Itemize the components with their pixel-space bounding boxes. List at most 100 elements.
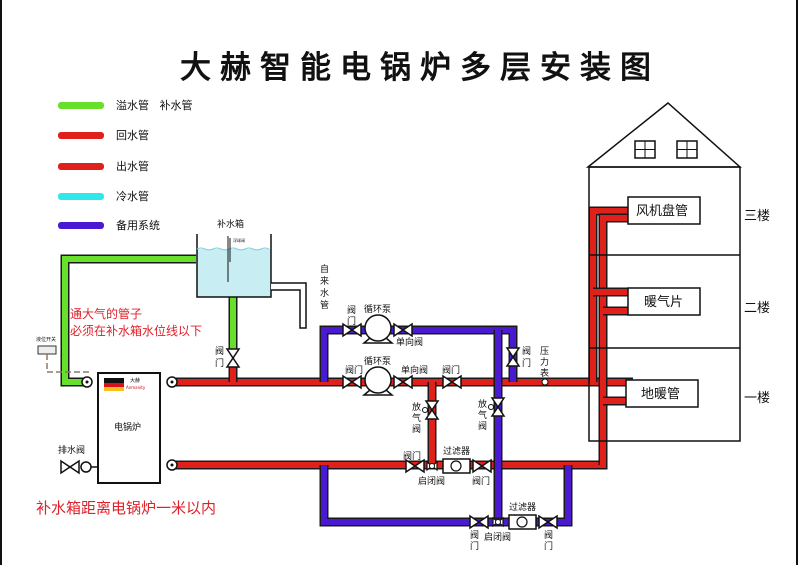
check-valve-label: 单向阀 [396,336,423,348]
legend-label: 出水管 [116,160,149,173]
circulation-pump-upper: 循环泵 [361,303,395,344]
svg-text:门: 门 [215,357,224,369]
svg-text:表: 表 [540,367,549,379]
svg-text:水: 水 [320,287,329,299]
svg-text:阀门: 阀门 [472,475,490,487]
legend-item-return-pipe: 回水管 [58,126,149,144]
legend-swatch [58,221,104,229]
house-riser-supply [590,208,628,382]
pressure-gauge-icon [541,378,549,386]
circulation-pump-lower: 循环泵 [361,355,395,396]
svg-text:阀: 阀 [215,346,224,357]
window-icon [634,140,656,159]
svg-text:管: 管 [320,299,329,311]
boiler-port-overflow [81,376,93,388]
level-switch-icon [37,345,57,355]
legend-swatch [58,162,104,170]
svg-text:门: 门 [544,540,553,552]
svg-text:阀: 阀 [478,421,487,432]
svg-text:门: 门 [347,315,356,327]
boiler-brand-cn: 大赫 [130,377,140,384]
legend-item-cold-pipe: 冷水管 [58,187,149,205]
svg-text:暖气片: 暖气片 [644,294,683,310]
house-roof [585,102,742,168]
svg-text:阀门: 阀门 [403,450,421,462]
filter: 过滤器 [442,445,471,474]
pressure-gauge: 压 力 表 [540,346,549,386]
filter: 过滤器 [508,501,537,530]
svg-text:过滤器: 过滤器 [443,445,470,457]
svg-text:力: 力 [540,356,549,368]
drain-valve-icon[interactable] [60,460,80,474]
return-pipe [172,396,606,468]
floor-label-3: 三楼 [744,209,770,224]
overflow-pipe [62,256,196,385]
svg-text:阀门: 阀门 [345,364,363,376]
legend-swatch [58,101,104,109]
electric-boiler: 大赫 Anmanity 电锅炉 [97,372,161,484]
house-body [588,166,741,442]
tap-water-pipe [271,282,307,329]
legend-swatch [58,192,104,200]
svg-text:启闭阀: 启闭阀 [484,531,511,543]
svg-text:放: 放 [412,401,421,413]
pipe-outline [172,396,608,470]
svg-text:阀: 阀 [470,530,479,541]
svg-text:风机盘管: 风机盘管 [636,203,688,219]
drain-valve-label: 排水阀 [58,444,85,456]
makeup-water-tank: 浮球阀 [196,234,272,298]
svg-text:阀门: 阀门 [442,364,460,376]
legend-item-backup-system: 备用系统 [58,216,160,234]
device-floor-heating: 地暖管 [625,379,699,408]
svg-text:气: 气 [412,412,421,424]
air-release-valve-icon[interactable] [488,397,505,417]
backup-bypass-bottom [321,465,571,525]
legend-item-overflow-pipe: 溢水管 补水管 [58,96,193,114]
legend-label: 冷水管 [116,190,149,203]
svg-text:自: 自 [320,263,329,275]
device-radiator: 暖气片 [627,287,701,316]
svg-text:阀: 阀 [544,530,553,541]
svg-text:循环泵: 循环泵 [364,355,391,367]
house [585,102,742,442]
svg-text:过滤器: 过滤器 [509,501,536,513]
page-title: 大赫智能电锅炉多层安装图 [180,50,660,86]
legend-item-outlet-pipe: 出水管 [58,157,149,175]
svg-text:阀: 阀 [412,424,421,435]
boiler-port-outlet [166,376,178,388]
distance-note: 补水箱距离电锅炉一米以内 [36,499,216,517]
boiler-brand-en: Anmanity [126,385,146,390]
vent-note-line1: 通大气的管子 [70,306,142,321]
svg-text:门: 门 [522,357,531,369]
window-icon [676,140,698,159]
air-release-valve-icon[interactable] [422,400,439,420]
floor-label-2: 二楼 [744,301,770,316]
svg-text:阀: 阀 [347,305,356,316]
svg-text:门: 门 [470,540,479,552]
svg-text:液位开关: 液位开关 [36,336,56,343]
pump-icon [364,366,392,394]
svg-text:放: 放 [478,398,487,410]
float-valve-label: 浮球阀 [233,237,245,243]
tank-label: 补水箱 [217,218,244,230]
shutoff-valve-icon[interactable] [492,516,504,528]
legend-swatch [58,131,104,139]
legend-label: 备用系统 [116,219,160,232]
makeup-valve-icon[interactable] [226,348,240,368]
svg-text:启闭阀: 启闭阀 [418,475,445,487]
svg-text:压: 压 [540,346,549,357]
device-fan-coil: 风机盘管 [627,196,701,225]
level-switch: 液位开关 [36,336,90,373]
legend-label: 回水管 [116,129,149,142]
legend-label: 溢水管 补水管 [116,99,193,112]
vent-note-line2: 必须在补水箱水位线以下 [70,323,202,338]
house-riser-return [600,215,628,465]
svg-text:单向阀: 单向阀 [401,364,428,376]
tank-water [197,249,271,297]
shutoff-valve-icon[interactable] [426,460,438,472]
tap-water-label: 自 来 水 管 [320,263,329,311]
boiler-label: 电锅炉 [114,421,141,433]
svg-text:循环泵: 循环泵 [364,303,391,315]
